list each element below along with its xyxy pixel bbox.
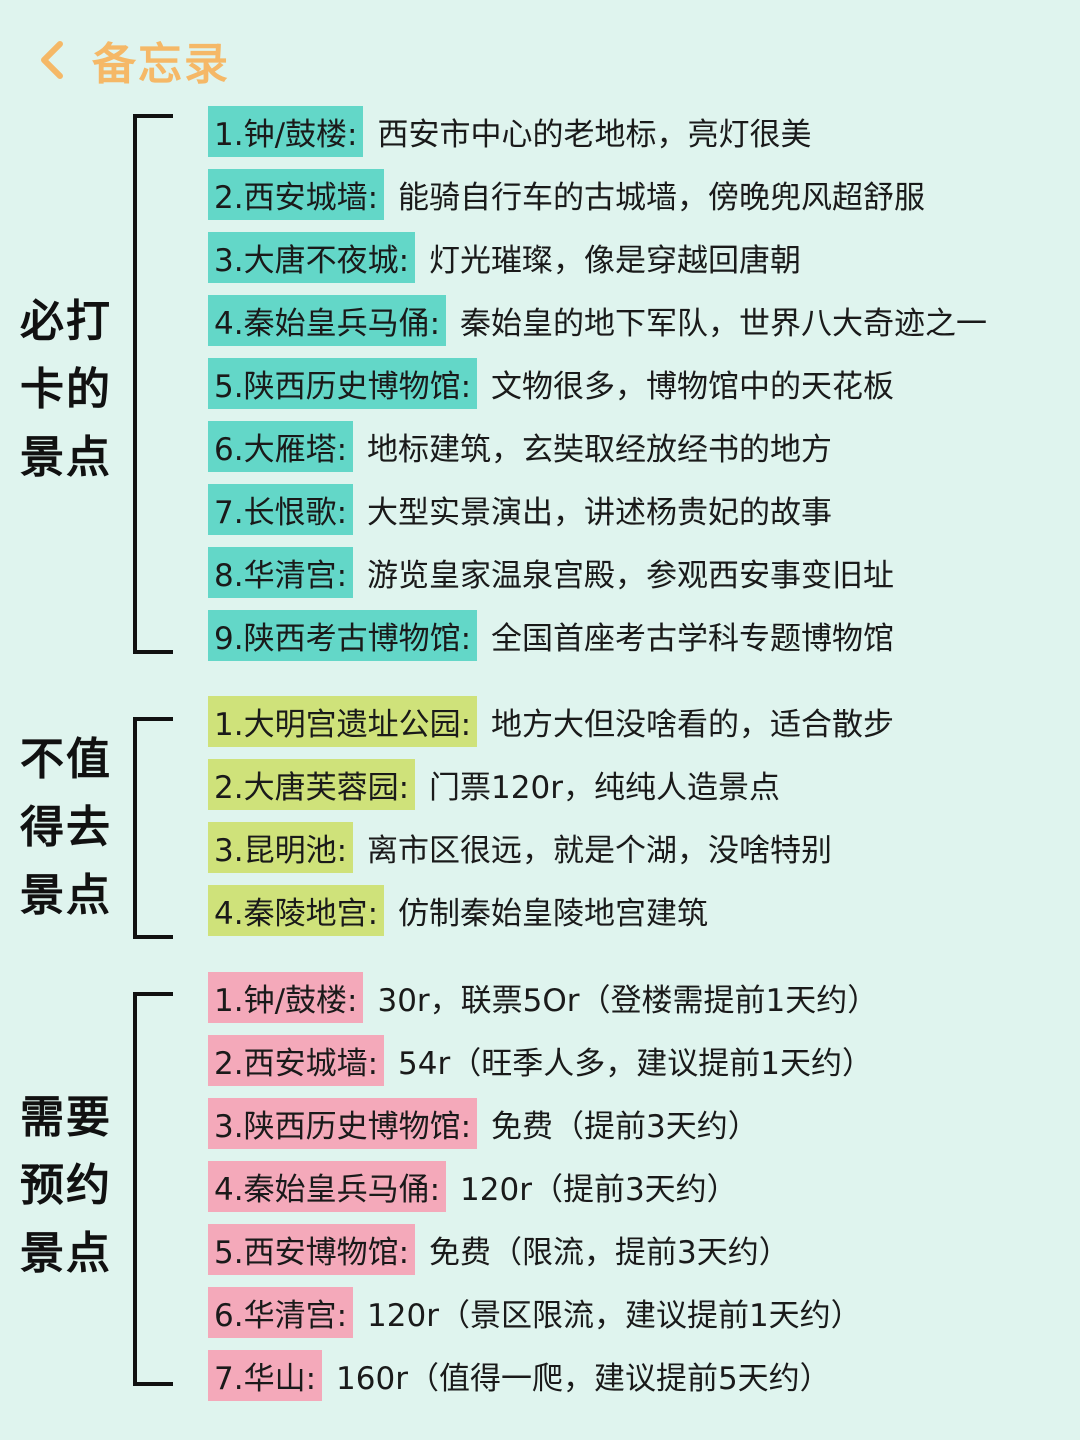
section-label: 不值 得去 景点: [20, 734, 112, 921]
spot-list: 1.钟/鼓楼: 30r，联票5Or（登楼需提前1天约） 2.西安城墙: 54r（旺季…: [208, 966, 878, 1407]
spot-description: 地标建筑，玄奘取经放经书的地方: [367, 432, 833, 468]
spot-description: 西安市中心的老地标，亮灯很美: [377, 117, 812, 153]
spot-name-tag: 5.西安博物馆:: [208, 1224, 416, 1275]
list-item: 1.钟/鼓楼: 30r，联票5Or（登楼需提前1天约）: [208, 966, 878, 1029]
spot-description: 离市区很远，就是个湖，没啥特别: [367, 833, 833, 869]
spot-name-tag: 6.大雁塔:: [208, 421, 354, 472]
spot-description: 能骑自行车的古城墙，傍晚兜风超舒服: [398, 180, 926, 216]
spot-name-tag: 1.钟/鼓楼:: [208, 106, 364, 157]
spot-list: 1.钟/鼓楼: 西安市中心的老地标，亮灯很美 2.西安城墙: 能骑自行车的古城墙，傍…: [208, 100, 987, 667]
list-item: 3.陕西历史博物馆: 免费（提前3天约）: [208, 1092, 878, 1155]
spot-description: 仿制秦始皇陵地宫建筑: [398, 896, 709, 932]
list-item: 5.陕西历史博物馆: 文物很多，博物馆中的天花板: [208, 352, 987, 415]
spot-name-tag: 1.大明宫遗址公园:: [208, 696, 478, 747]
spot-description: 免费（提前3天约）: [491, 1109, 759, 1145]
list-item: 4.秦始皇兵马俑: 秦始皇的地下军队，世界八大奇迹之一: [208, 289, 987, 352]
list-item: 7.华山: 160r（值得一爬，建议提前5天约）: [208, 1344, 878, 1407]
bracket: [133, 114, 173, 654]
spot-name-tag: 7.华山:: [208, 1350, 323, 1401]
list-item: 3.昆明池: 离市区很远，就是个湖，没啥特别: [208, 816, 894, 879]
list-item: 5.西安博物馆: 免费（限流，提前3天约）: [208, 1218, 878, 1281]
spot-name-tag: 3.大唐不夜城:: [208, 232, 416, 283]
list-item: 6.华清宫: 120r（景区限流，建议提前1天约）: [208, 1281, 878, 1344]
spot-name-tag: 3.陕西历史博物馆:: [208, 1098, 478, 1149]
spot-name-tag: 5.陕西历史博物馆:: [208, 358, 478, 409]
spot-name-tag: 1.钟/鼓楼:: [208, 972, 364, 1023]
bracket: [133, 992, 173, 1386]
spot-description: 54r（旺季人多，建议提前1天约）: [398, 1046, 873, 1082]
spot-description: 120r（景区限流，建议提前1天约）: [367, 1298, 862, 1334]
spot-name-tag: 6.华清宫:: [208, 1287, 354, 1338]
list-item: 7.长恨歌: 大型实景演出，讲述杨贵妃的故事: [208, 478, 987, 541]
spot-description: 灯光璀璨，像是穿越回唐朝: [429, 243, 802, 279]
spot-name-tag: 4.秦始皇兵马俑:: [208, 1161, 447, 1212]
spot-name-tag: 9.陕西考古博物馆:: [208, 610, 478, 661]
spot-description: 地方大但没啥看的，适合散步: [491, 707, 895, 743]
spot-description: 免费（限流，提前3天约）: [429, 1235, 790, 1271]
list-item: 8.华清宫: 游览皇家温泉宫殿，参观西安事变旧址: [208, 541, 987, 604]
spot-name-tag: 2.大唐芙蓉园:: [208, 759, 416, 810]
list-item: 2.大唐芙蓉园: 门票120r，纯纯人造景点: [208, 753, 894, 816]
list-item: 6.大雁塔: 地标建筑，玄奘取经放经书的地方: [208, 415, 987, 478]
section-label: 需要 预约 景点: [20, 1092, 112, 1279]
spot-name-tag: 7.长恨歌:: [208, 484, 354, 535]
spot-description: 160r（值得一爬，建议提前5天约）: [336, 1361, 831, 1397]
list-item: 4.秦陵地宫: 仿制秦始皇陵地宫建筑: [208, 879, 894, 942]
bracket: [133, 717, 173, 939]
spot-description: 全国首座考古学科专题博物馆: [491, 621, 895, 657]
list-item: 2.西安城墙: 能骑自行车的古城墙，傍晚兜风超舒服: [208, 163, 987, 226]
list-item: 1.钟/鼓楼: 西安市中心的老地标，亮灯很美: [208, 100, 987, 163]
spot-description: 秦始皇的地下军队，世界八大奇迹之一: [460, 306, 988, 342]
spot-description: 门票120r，纯纯人造景点: [429, 770, 780, 806]
spot-description: 30r，联票5Or（登楼需提前1天约）: [377, 983, 879, 1019]
spot-description: 120r（提前3天约）: [460, 1172, 738, 1208]
header: 备忘录: [36, 30, 230, 90]
list-item: 4.秦始皇兵马俑: 120r（提前3天约）: [208, 1155, 878, 1218]
spot-name-tag: 4.秦始皇兵马俑:: [208, 295, 447, 346]
list-item: 2.西安城墙: 54r（旺季人多，建议提前1天约）: [208, 1029, 878, 1092]
spot-list: 1.大明宫遗址公园: 地方大但没啥看的，适合散步 2.大唐芙蓉园: 门票120r，纯…: [208, 690, 894, 942]
spot-name-tag: 8.华清宫:: [208, 547, 354, 598]
chevron-left-icon[interactable]: [36, 35, 70, 85]
spot-name-tag: 4.秦陵地宫:: [208, 885, 385, 936]
spot-description: 文物很多，博物馆中的天花板: [491, 369, 895, 405]
spot-description: 游览皇家温泉宫殿，参观西安事变旧址: [367, 558, 895, 594]
page-title: 备忘录: [92, 39, 230, 90]
section-label: 必打 卡的 景点: [20, 296, 112, 483]
spot-name-tag: 2.西安城墙:: [208, 1035, 385, 1086]
list-item: 1.大明宫遗址公园: 地方大但没啥看的，适合散步: [208, 690, 894, 753]
spot-name-tag: 2.西安城墙:: [208, 169, 385, 220]
list-item: 3.大唐不夜城: 灯光璀璨，像是穿越回唐朝: [208, 226, 987, 289]
spot-description: 大型实景演出，讲述杨贵妃的故事: [367, 495, 833, 531]
list-item: 9.陕西考古博物馆: 全国首座考古学科专题博物馆: [208, 604, 987, 667]
spot-name-tag: 3.昆明池:: [208, 822, 354, 873]
